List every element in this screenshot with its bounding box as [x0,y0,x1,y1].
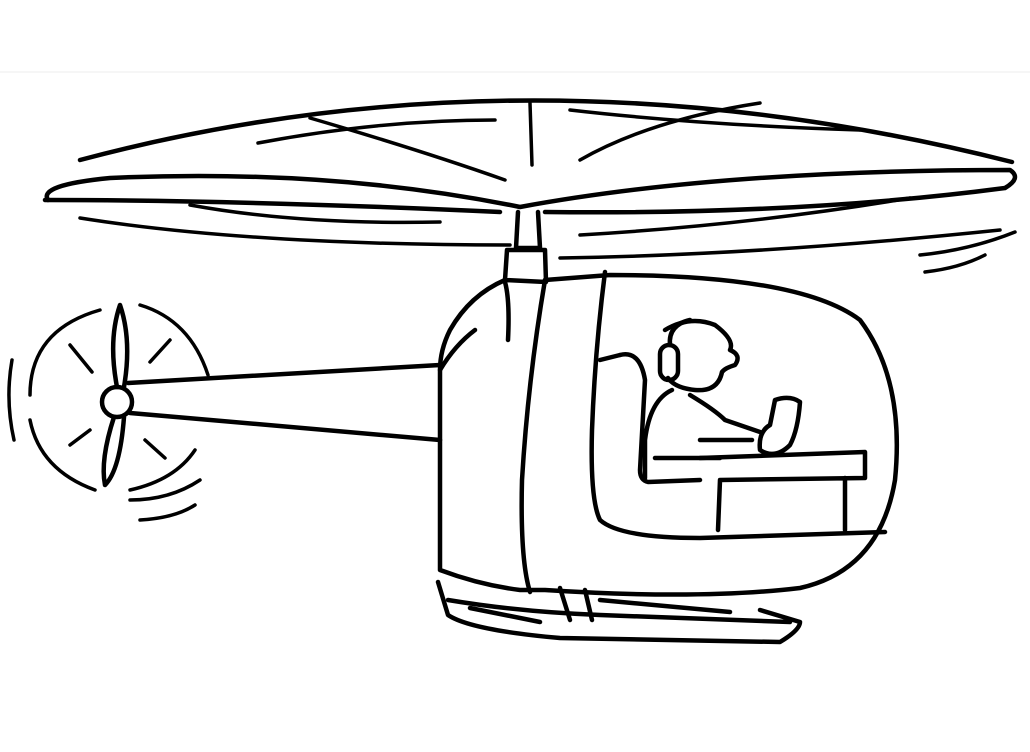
tail-boom-bottom [127,410,443,443]
door-front-line [519,277,548,595]
rotor-motion-line [918,230,1017,257]
rotor-motion-line [188,203,442,225]
skid-outline [435,579,803,645]
tail-rotor-motion-line [148,338,172,364]
tail-boom-top [125,362,443,386]
tail-rotor-arc [138,303,210,377]
pilot-head [662,318,740,393]
tail-rotor-motion-line [143,438,167,460]
rotor-mast [502,209,549,285]
rotor-motion-line [578,196,912,237]
tail-rotor-blade-bottom [101,414,127,488]
tail-rotor-motion-line [138,503,197,522]
fuselage-nose-line [437,327,478,373]
window-frame [589,269,888,541]
skid-detail [467,597,733,625]
headphones-icon [657,342,681,383]
control-stick [757,395,803,457]
rotor-motion-line [78,216,512,247]
mast-upper [513,209,543,251]
tail-rotor-arc [28,308,102,397]
rotor-blade-lower-edge [42,197,503,215]
cowling-line [502,279,511,343]
fuselage [437,269,900,597]
tail-rotor-hub [99,384,135,420]
rotor-motion-line [528,101,534,167]
tail-rotor-motion-line [68,428,92,447]
mast-base [502,247,549,285]
tail-rotor-motion-line [68,343,94,374]
pilot [597,317,868,533]
rotor-motion-line [568,108,862,132]
tail-rotor-arc [28,418,97,492]
skid-strut [557,585,595,623]
rotor-blade-outline [44,167,1018,215]
tail-rotor [7,302,210,522]
landing-skids [435,579,803,645]
seat-top [597,352,623,363]
headphones-band [667,317,693,348]
main-rotor [42,98,1018,274]
rotor-motion-line [923,253,987,274]
rotor-motion-line [578,101,762,162]
fuselage-outline [437,272,900,597]
rotor-motion-line [558,228,1002,260]
tail-rotor-blade-top [110,302,130,390]
rotor-top-outline [77,98,1015,165]
rotor-motion-line [308,116,507,182]
rotor-motion-line [256,118,497,145]
tail-boom [125,362,443,443]
control-panel [697,449,868,533]
pilot-body [642,387,763,481]
tail-rotor-arc [128,448,197,492]
pilot-seat [617,352,703,485]
tail-rotor-motion-line [128,478,202,502]
tail-rotor-motion-line [7,358,16,442]
